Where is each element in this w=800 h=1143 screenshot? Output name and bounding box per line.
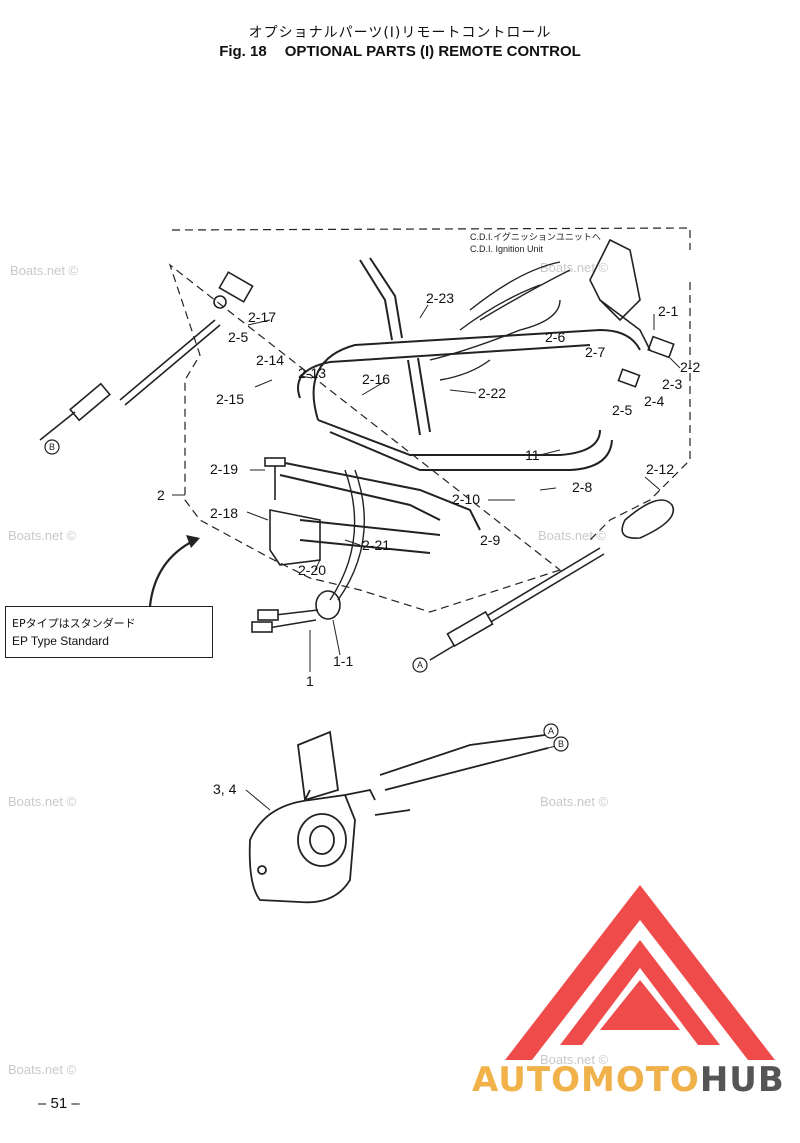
shift-cable-lower [429, 547, 605, 661]
part-label: 2-20 [298, 562, 326, 578]
part-label: 2-16 [362, 371, 390, 387]
marker-b: B [558, 739, 564, 749]
marker-a: A [548, 726, 554, 736]
part-label: 2-19 [210, 461, 238, 477]
brand-part: MOTO [580, 1060, 700, 1100]
part-label: 1 [306, 673, 314, 689]
leader-lines [172, 304, 681, 811]
part-label: 2-5 [612, 402, 632, 418]
part-label: 2-7 [585, 344, 605, 360]
remote-control-box [248, 730, 549, 904]
page-number: – 51 – [38, 1095, 80, 1112]
ep-type-callout: EPタイプはスタンダード EP Type Standard [5, 606, 213, 658]
part-label: 2-10 [452, 491, 480, 507]
title-english: OPTIONAL PARTS (I) REMOTE CONTROL [284, 43, 581, 60]
part-label: 2-15 [216, 391, 244, 407]
page-title: Fig. 18 OPTIONAL PARTS (I) REMOTE CONTROL [0, 43, 800, 60]
part-label: 2-14 [256, 352, 284, 368]
part-label: 2-18 [210, 505, 238, 521]
marker-a: A [417, 660, 423, 670]
callout-text-en: EP Type Standard [12, 634, 109, 648]
title-japanese: オプショナルパーツ(I)リモートコントロール [248, 25, 552, 41]
part-label: 2-9 [480, 532, 500, 548]
key-switch [251, 590, 341, 633]
cover-grommet [621, 499, 675, 539]
assembly-outline [168, 227, 691, 613]
brand-part: HUB [699, 1060, 785, 1100]
brand-logo [505, 885, 775, 1060]
part-label: 2-21 [362, 537, 390, 553]
watermark: Boats.net © [540, 1052, 609, 1067]
watermark: Boats.net © [10, 263, 79, 278]
callout-text-jp: EPタイプはスタンダード [12, 617, 136, 630]
watermark: Boats.net © [8, 528, 77, 543]
part-label: 2-22 [478, 385, 506, 401]
part-labels: 2-17 2-5 2-14 2-13 2-15 2-16 2-23 2-22 2… [157, 290, 700, 797]
watermark: Boats.net © [8, 1062, 77, 1077]
part-label: 2-3 [662, 376, 682, 392]
part-label: 2-5 [228, 329, 248, 345]
part-label: 2-8 [572, 479, 592, 495]
part-label: 2-1 [658, 303, 678, 319]
part-label: 2 [157, 487, 165, 503]
marker-b: B [49, 442, 55, 452]
part-label: 1-1 [333, 653, 353, 669]
part-label: 2-6 [545, 329, 565, 345]
cdi-note-en: C.D.I. Ignition Unit [470, 244, 544, 254]
callout-arrow [148, 539, 196, 607]
brand-part: AUTO [472, 1060, 581, 1100]
part-label: 2-12 [646, 461, 674, 477]
part-label: 2-17 [248, 309, 276, 325]
part-label: 11 [525, 447, 540, 463]
wiring-harness [329, 261, 571, 601]
part-label: 2-4 [644, 393, 664, 409]
figure-number: Fig. 18 [219, 43, 267, 60]
watermark: Boats.net © [8, 794, 77, 809]
watermarks: Boats.net © Boats.net © Boats.net © Boat… [8, 260, 609, 1077]
part-label: 2-2 [680, 359, 700, 375]
watermark: Boats.net © [540, 794, 609, 809]
part-label: 2-13 [298, 365, 326, 381]
watermark: Boats.net © [540, 260, 609, 275]
watermark: Boats.net © [538, 528, 607, 543]
cdi-note-jp: C.D.I.イグニッションユニットへ [470, 231, 601, 242]
cable-markers [44, 439, 569, 752]
part-label: 2-23 [426, 290, 454, 306]
part-label: 3, 4 [213, 781, 237, 797]
mounting-bracket [264, 457, 321, 566]
control-bracket-frame [269, 257, 641, 554]
throttle-lever-bracket [589, 238, 675, 388]
throttle-cable-upper [39, 271, 254, 441]
brand-wordmark: AUTOMOTOHUB [472, 1060, 785, 1100]
